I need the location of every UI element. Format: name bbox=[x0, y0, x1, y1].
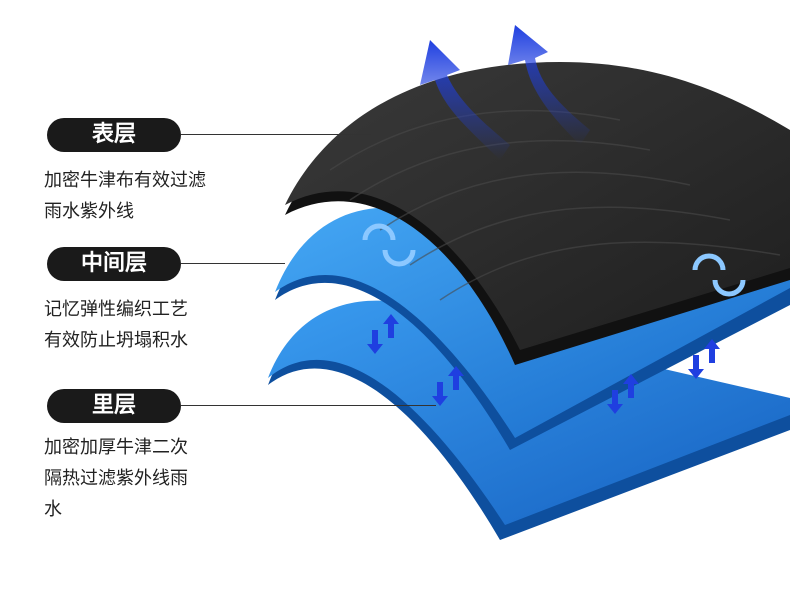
middle-layer-description-line: 记忆弹性编织工艺 bbox=[44, 299, 188, 320]
inner-layer-label: 里层 bbox=[47, 389, 181, 423]
outer-layer-description-line: 雨水紫外线 bbox=[44, 201, 134, 222]
middle-layer-label: 中间层 bbox=[47, 247, 181, 281]
outer-layer-label: 表层 bbox=[47, 118, 181, 152]
middle-layer-description: 记忆弹性编织工艺 有效防止坍塌积水 bbox=[44, 294, 264, 356]
inner-layer-description: 加密加厚牛津二次 隔热过滤紫外线雨 水 bbox=[44, 432, 264, 525]
inner-layer-description-line: 加密加厚牛津二次 bbox=[44, 437, 188, 458]
outer-layer-description: 加密牛津布有效过滤 雨水紫外线 bbox=[44, 165, 264, 227]
rotation-arrow-icon bbox=[692, 253, 746, 297]
inner-layer-description-line: 水 bbox=[44, 499, 62, 520]
airflow-up-arrow-icon bbox=[508, 25, 590, 145]
inner-layer-leader-line bbox=[181, 405, 436, 406]
airflow-up-arrow-icon bbox=[420, 40, 510, 160]
outer-layer-description-line: 加密牛津布有效过滤 bbox=[44, 170, 206, 191]
middle-layer-description-line: 有效防止坍塌积水 bbox=[44, 330, 188, 351]
middle-layer-leader-line bbox=[181, 263, 285, 264]
up-down-arrows-icon bbox=[367, 314, 399, 354]
rotation-arrow-icon bbox=[362, 223, 416, 267]
up-down-arrows-icon bbox=[688, 339, 720, 379]
up-down-arrows-icon bbox=[432, 366, 464, 406]
inner-layer-description-line: 隔热过滤紫外线雨 bbox=[44, 468, 188, 489]
up-down-arrows-icon bbox=[607, 374, 639, 414]
outer-layer-leader-line bbox=[181, 134, 371, 135]
